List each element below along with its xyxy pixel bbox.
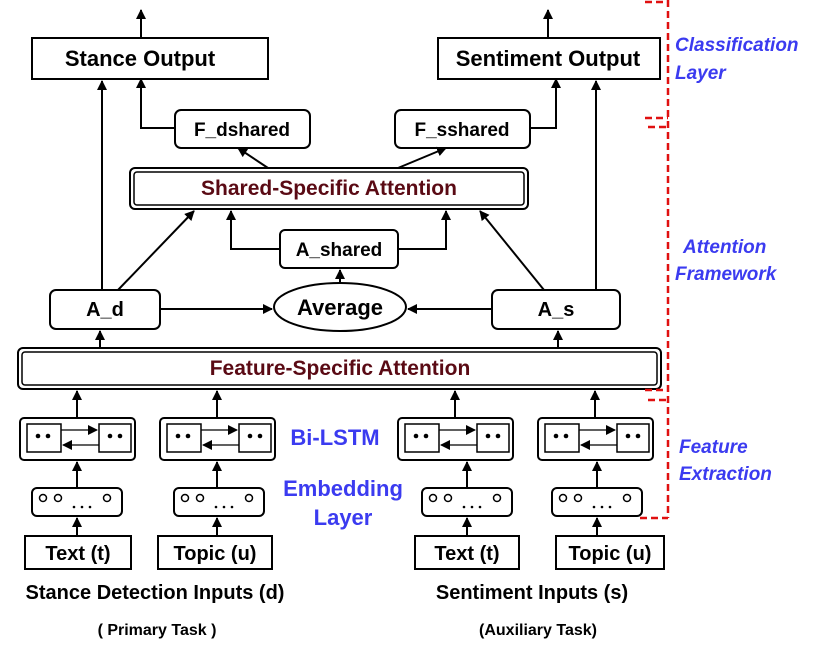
feature-extraction-line2: Extraction	[679, 464, 772, 485]
classification-layer-line1: Classification	[675, 35, 799, 56]
a-s-label: A_s	[538, 299, 575, 321]
bilstm-block-4	[537, 417, 654, 461]
a-s-to-ssa	[479, 210, 545, 291]
embedding-label-line1: Embedding	[283, 476, 403, 501]
f-dshared-label: F_dshared	[194, 120, 290, 141]
a-d-label: A_d	[86, 299, 124, 321]
layer-bracket	[640, 0, 670, 520]
feature-specific-attention-inner	[21, 351, 658, 386]
stance-inputs-subtitle: ( Primary Task )	[98, 622, 217, 639]
shared-specific-attention-outer	[129, 167, 529, 210]
a-shared-to-ssa-left	[226, 210, 280, 250]
attention-framework-line2: Framework	[675, 264, 778, 285]
a-shared-label: A_shared	[296, 240, 383, 261]
average-label: Average	[297, 295, 383, 320]
feature-specific-attention-outer	[17, 347, 662, 390]
a-d-to-ssa	[117, 210, 195, 291]
sentiment-output-box	[437, 37, 661, 80]
stance-output-label: Stance Output	[65, 46, 216, 71]
bilstm-label: Bi-LSTM	[290, 425, 379, 450]
embedding-block-4	[551, 487, 643, 517]
text-input-d-label: Text (t)	[45, 543, 110, 565]
text-input-s-label: Text (t)	[434, 543, 499, 565]
attention-framework-line1: Attention	[682, 237, 766, 258]
a-shared-to-ssa-right	[398, 210, 451, 250]
bilstm-block-2	[159, 417, 276, 461]
bilstm-block-1	[19, 417, 136, 461]
bilstm-block-3	[397, 417, 514, 461]
sentiment-inputs-title: Sentiment Inputs (s)	[436, 582, 628, 604]
topic-input-s-box	[555, 535, 665, 570]
stance-output-box	[31, 37, 269, 80]
sentiment-output-label: Sentiment Output	[456, 46, 641, 71]
sentiment-inputs-subtitle: (Auxiliary Task)	[479, 622, 597, 639]
stance-inputs-title: Stance Detection Inputs (d)	[26, 582, 285, 604]
ssa-to-f-sshared	[397, 146, 447, 169]
topic-input-s-label: Topic (u)	[569, 543, 652, 565]
f-sshared-label: F_sshared	[414, 120, 509, 141]
embedding-block-2	[173, 487, 265, 517]
shared-specific-attention-label: Shared-Specific Attention	[201, 177, 457, 200]
ssa-to-f-dshared	[237, 147, 269, 169]
classification-layer-line2: Layer	[675, 63, 727, 84]
f-dshared-to-stance	[136, 78, 175, 129]
f-sshared-to-sentiment	[530, 78, 561, 129]
topic-input-d-box	[157, 535, 273, 570]
embedding-label-line2: Layer	[314, 505, 373, 530]
text-input-s-box	[414, 535, 520, 570]
shared-specific-attention-inner	[133, 171, 525, 206]
feature-specific-attention-label: Feature-Specific Attention	[210, 357, 471, 380]
embedding-block-1	[31, 487, 123, 517]
feature-extraction-line1: Feature	[679, 437, 748, 458]
text-input-d-box	[24, 535, 132, 570]
embedding-block-3	[421, 487, 513, 517]
topic-input-d-label: Topic (u)	[174, 543, 257, 565]
